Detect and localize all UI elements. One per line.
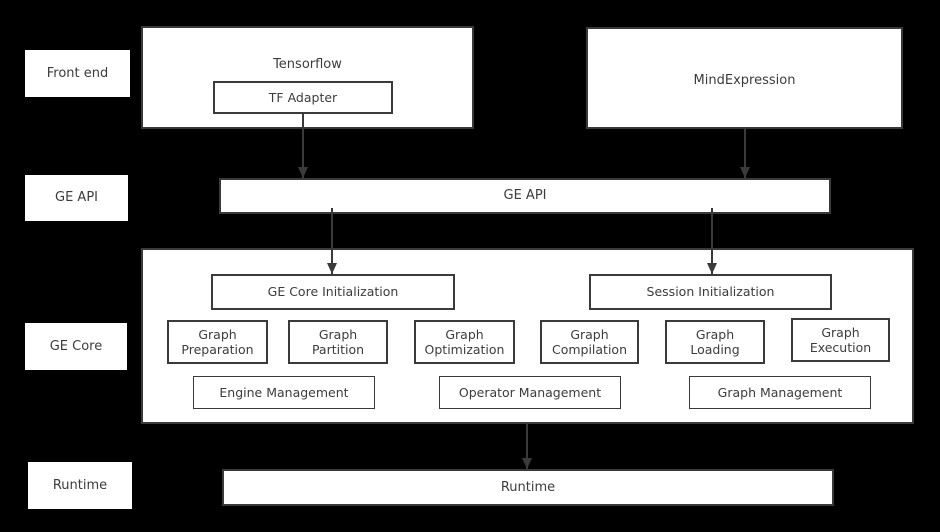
node-graph-optimization[interactable]: Graph Optimization xyxy=(414,320,515,364)
node-graph-execution-label: Graph Execution xyxy=(809,324,872,355)
connector-line xyxy=(526,424,528,469)
connector-line xyxy=(744,129,746,178)
arrowhead-down-icon xyxy=(740,167,750,178)
group-tensorflow-title: Tensorflow xyxy=(273,57,342,72)
tier-label-ge-api-text: GE API xyxy=(55,190,98,206)
arrowhead-down-icon xyxy=(707,263,717,274)
node-engine-management[interactable]: Engine Management xyxy=(193,376,375,409)
node-graph-loading-label: Graph Loading xyxy=(690,326,740,357)
tier-label-front-end-text: Front end xyxy=(46,65,109,81)
tier-label-front-end: Front end xyxy=(25,50,130,97)
connector-line xyxy=(711,208,713,274)
arrowhead-down-icon xyxy=(327,263,337,274)
tier-label-runtime-text: Runtime xyxy=(52,477,108,493)
connector-line xyxy=(331,208,333,274)
node-graph-management[interactable]: Graph Management xyxy=(689,376,871,409)
node-operator-management[interactable]: Operator Management xyxy=(439,376,621,409)
node-ge-core-initialization[interactable]: GE Core Initialization xyxy=(211,274,455,310)
group-mindexpression: MindExpression xyxy=(586,27,903,129)
node-graph-optimization-label: Graph Optimization xyxy=(424,326,505,357)
tier-label-ge-core-text: GE Core xyxy=(49,338,103,354)
node-engine-management-label: Engine Management xyxy=(219,384,349,400)
arrowhead-down-icon xyxy=(298,167,308,178)
tier-label-ge-core: GE Core xyxy=(25,323,127,370)
node-graph-loading[interactable]: Graph Loading xyxy=(665,320,765,364)
bar-ge-api-label: GE API xyxy=(503,188,547,204)
node-tf-adapter[interactable]: TF Adapter xyxy=(213,81,393,114)
tier-label-ge-api: GE API xyxy=(25,175,128,221)
node-graph-execution[interactable]: Graph Execution xyxy=(791,318,890,362)
connector-line xyxy=(302,114,304,178)
arrowhead-down-icon xyxy=(522,458,532,469)
bar-runtime[interactable]: Runtime xyxy=(222,469,834,506)
node-graph-compilation-label: Graph Compilation xyxy=(551,326,628,357)
bar-ge-api[interactable]: GE API xyxy=(219,178,831,214)
node-graph-preparation[interactable]: Graph Preparation xyxy=(167,320,268,364)
node-tf-adapter-label: TF Adapter xyxy=(268,89,338,105)
node-graph-preparation-label: Graph Preparation xyxy=(181,326,254,357)
bar-runtime-label: Runtime xyxy=(500,479,556,495)
node-graph-management-label: Graph Management xyxy=(717,384,843,400)
node-session-initialization-label: Session Initialization xyxy=(646,284,775,300)
node-graph-compilation[interactable]: Graph Compilation xyxy=(540,320,639,364)
node-graph-partition-label: Graph Partition xyxy=(311,326,365,357)
group-mindexpression-title: MindExpression xyxy=(693,73,796,88)
node-operator-management-label: Operator Management xyxy=(458,384,602,400)
node-session-initialization[interactable]: Session Initialization xyxy=(589,274,832,310)
tier-label-runtime: Runtime xyxy=(28,462,132,509)
node-graph-partition[interactable]: Graph Partition xyxy=(288,320,388,364)
node-ge-core-initialization-label: GE Core Initialization xyxy=(267,284,399,300)
